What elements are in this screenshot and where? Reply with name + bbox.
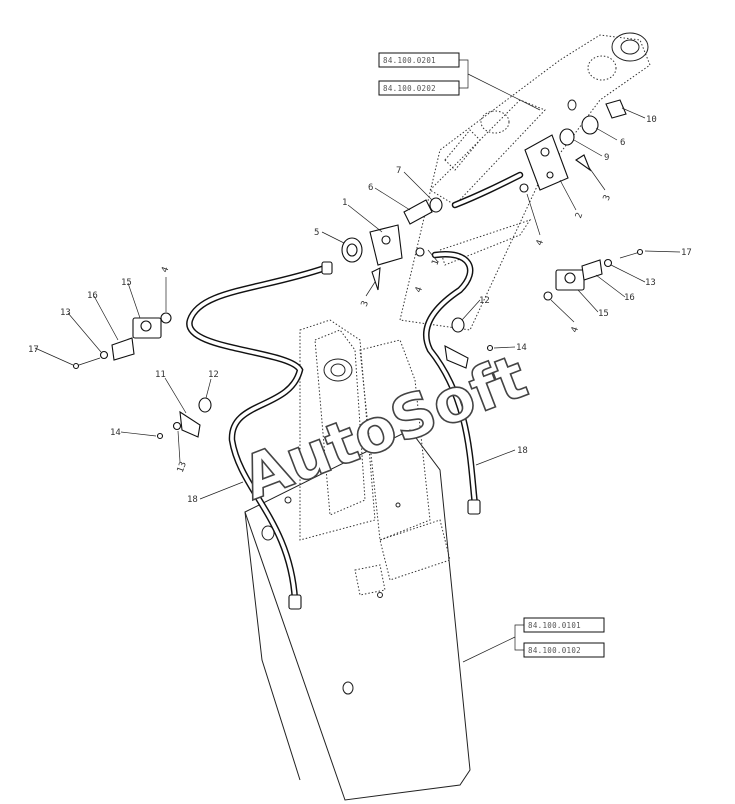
callout-label: 5 (314, 228, 319, 238)
callout-label: 12 (479, 296, 490, 306)
ref-box-bottom-2: 84.100.0102 (523, 642, 605, 658)
bolt-3 (371, 154, 592, 291)
nut-4 (160, 183, 553, 324)
coupling-6 (403, 197, 443, 225)
watermark-text: AutoSoft (233, 342, 537, 514)
callout-label: 15 (598, 309, 609, 319)
callout-label: 3 (602, 194, 613, 203)
clamp-15-left (132, 317, 162, 339)
ref-code-84-100-0102: 84.100.0102 (528, 646, 581, 655)
washer-13 (99, 258, 613, 431)
callout-label: 6 (620, 138, 625, 148)
callout-label: 1 (430, 258, 441, 267)
callout-label: 12 (208, 370, 219, 380)
callout-label: 3 (360, 300, 371, 309)
callout-label: 17 (681, 248, 692, 258)
ref-box-bottom-1: 84.100.0101 (523, 617, 605, 633)
callout-labels: 1 1 2 3 3 4 4 4 4 5 6 6 7 9 10 11 12 12 … (28, 115, 692, 505)
callout-label: 6 (368, 183, 373, 193)
callout-label: 18 (517, 446, 528, 456)
callout-label: 4 (160, 266, 171, 275)
ref-code-84-100-0201: 84.100.0201 (383, 56, 436, 65)
callout-label: 10 (646, 115, 657, 125)
fitting-9-10 (559, 99, 627, 146)
clamp-15-right (555, 269, 585, 291)
hose-top (451, 171, 524, 209)
boom-arm (244, 319, 471, 801)
plate-2 (524, 134, 569, 191)
callout-label: 13 (645, 278, 656, 288)
ref-code-84-100-0202: 84.100.0202 (383, 84, 436, 93)
callout-label: 14 (110, 428, 121, 438)
screw-17 (72, 248, 644, 370)
callout-label: 18 (187, 495, 198, 505)
clip-11 (179, 345, 469, 438)
hose-left (186, 264, 329, 604)
screw-14 (156, 344, 494, 440)
callout-label: 4 (570, 326, 581, 335)
upper-arm (399, 32, 651, 331)
callout-label: 13 (60, 308, 71, 318)
callout-label: 15 (121, 278, 132, 288)
cap-12 (198, 317, 465, 413)
hose-right (423, 250, 479, 509)
callout-label: 9 (604, 153, 609, 163)
callout-label: 2 (574, 211, 585, 220)
block-1 (369, 224, 403, 266)
callout-label: 13 (176, 461, 189, 475)
leader-lines (34, 107, 681, 500)
ref-code-84-100-0101: 84.100.0101 (528, 621, 581, 630)
callout-label: 1 (342, 198, 347, 208)
plate-16 (111, 259, 603, 361)
callout-label: 7 (396, 166, 401, 176)
callout-label: 4 (535, 239, 546, 248)
ref-box-top-1: 84.100.0201 (378, 52, 460, 68)
callout-label: 4 (414, 286, 425, 295)
callout-label: 17 (28, 345, 39, 355)
callout-label: 16 (624, 293, 635, 303)
ref-box-top-2: 84.100.0202 (378, 80, 460, 96)
callout-label: 14 (516, 343, 527, 353)
hose-end-fitting (288, 261, 481, 610)
callout-label: 16 (87, 291, 98, 301)
callout-label: 11 (155, 370, 166, 380)
adapter-fitting-5 (341, 237, 363, 263)
